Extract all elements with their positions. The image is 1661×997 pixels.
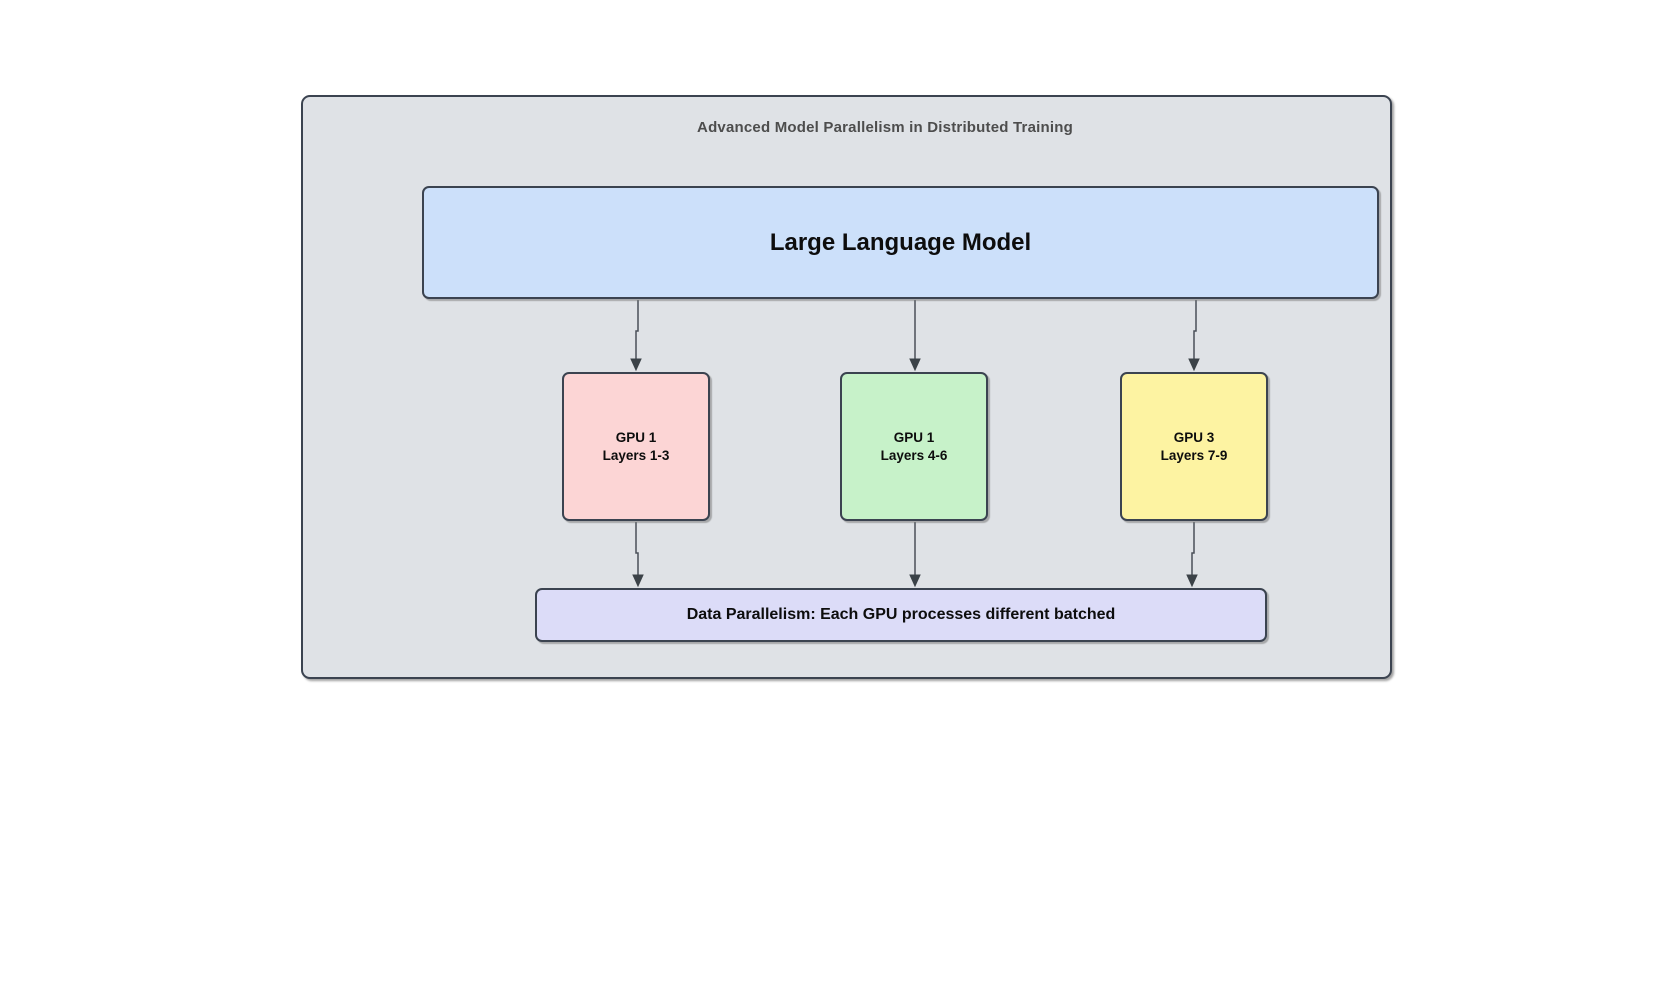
node-label-line2: Layers 7-9 [1160, 447, 1228, 463]
node-gpu1-layers-4-6[interactable]: GPU 1 Layers 4-6 [840, 372, 988, 521]
node-gpu3-layers-7-9[interactable]: GPU 3 Layers 7-9 [1120, 372, 1268, 521]
node-label: Data Parallelism: Each GPU processes dif… [686, 606, 1116, 623]
node-gpu1-layers-1-3[interactable]: GPU 1 Layers 1-3 [562, 372, 710, 521]
node-data-parallelism[interactable]: Data Parallelism: Each GPU processes dif… [535, 588, 1267, 642]
node-label-line1: GPU 1 [615, 429, 657, 445]
diagram-title: Advanced Model Parallelism in Distribute… [697, 119, 1073, 136]
node-label: Large Language Model [769, 228, 1032, 256]
node-label-line2: Layers 4-6 [880, 447, 948, 463]
node-large-language-model[interactable]: Large Language Model [422, 186, 1379, 299]
node-label-line2: Layers 1-3 [602, 447, 670, 463]
node-label-line1: GPU 1 [893, 429, 935, 445]
node-label-line1: GPU 3 [1173, 429, 1215, 445]
